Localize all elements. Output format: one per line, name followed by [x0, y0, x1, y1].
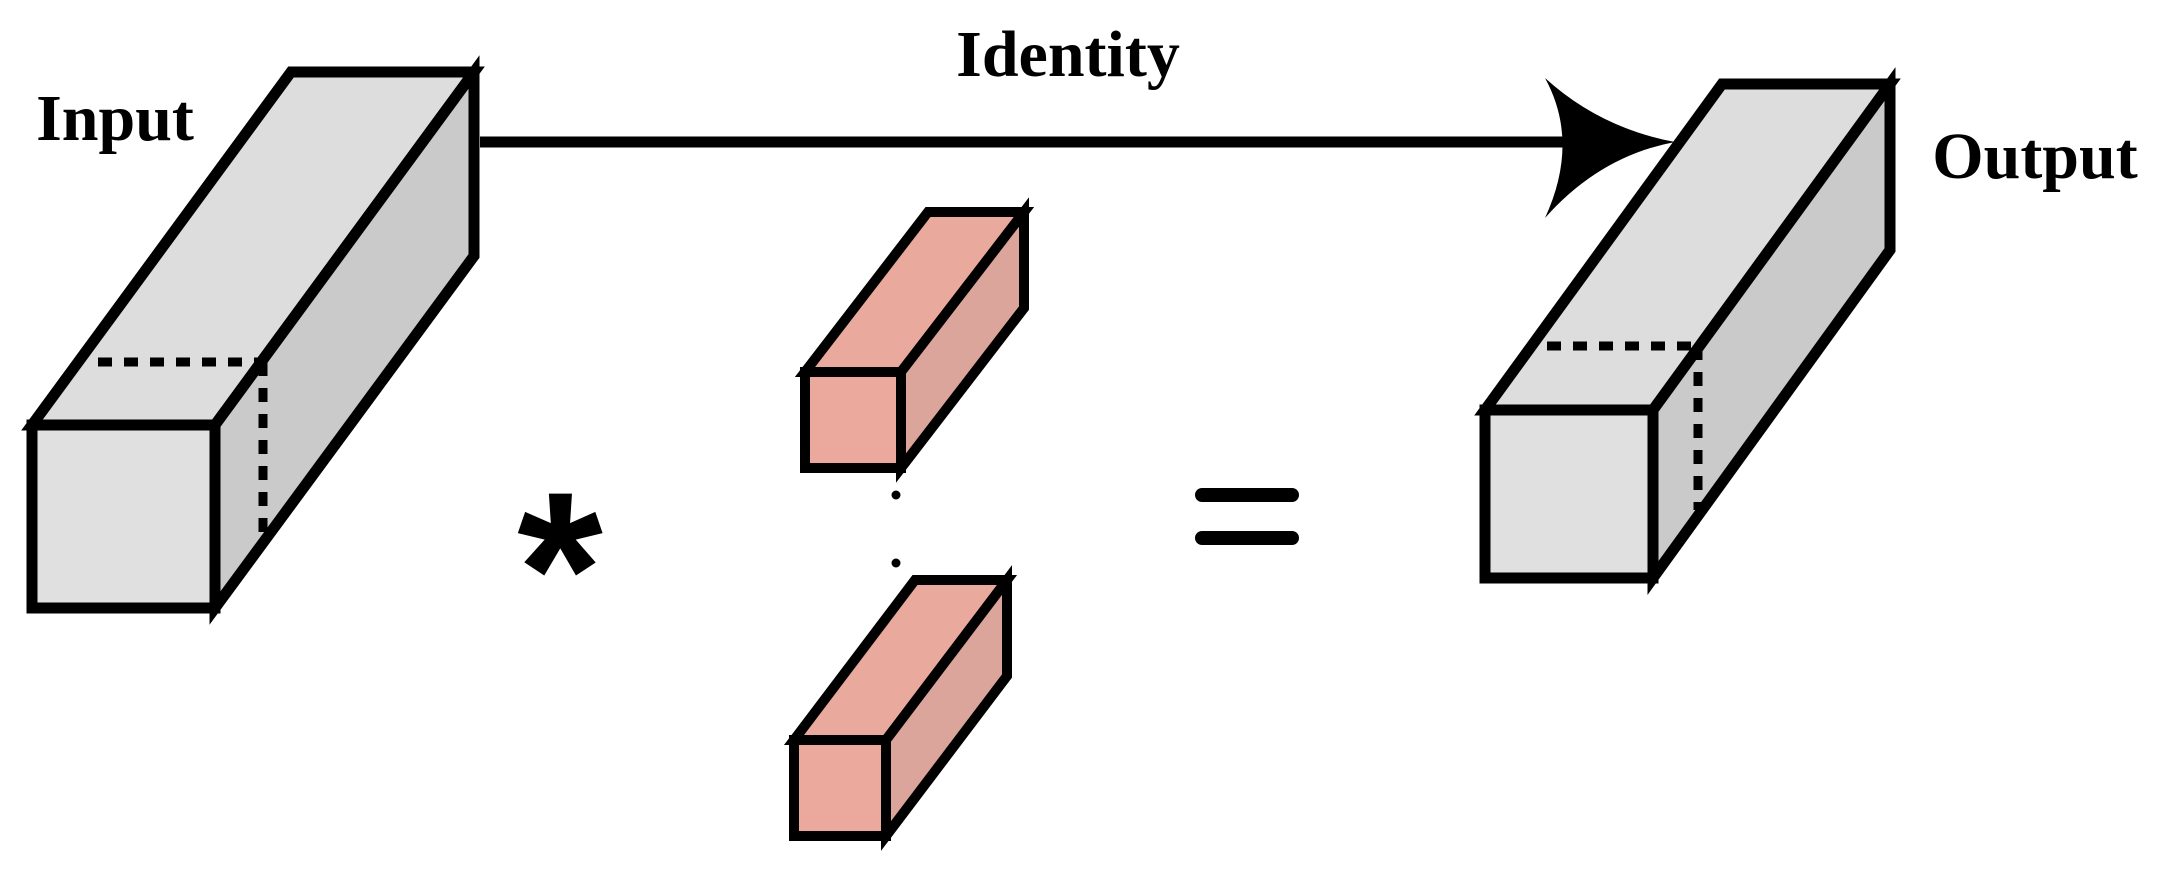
output-block-front-face: [1479, 404, 1659, 584]
equals-operator: =: [1195, 488, 1299, 545]
input-label: Input: [36, 82, 194, 155]
identity-arrowhead: [1545, 78, 1675, 218]
identity-label: Identity: [956, 18, 1180, 91]
multiply-operator-symbol: *: [517, 446, 603, 692]
input-block-front-face: [26, 419, 221, 614]
kernel-bottom-front-face: [789, 735, 891, 841]
kernel-bottom: [783, 565, 1018, 851]
input-block-hidden-edges: [98, 357, 268, 540]
output-label: Output: [1932, 120, 2137, 193]
kernel-top-front-face: [800, 367, 906, 473]
input-block: [21, 55, 485, 625]
kernel-top: [794, 197, 1035, 483]
output-block-hidden-edges: [1547, 341, 1703, 510]
output-block: [1474, 67, 1901, 596]
multiply-operator: *: [517, 446, 603, 692]
